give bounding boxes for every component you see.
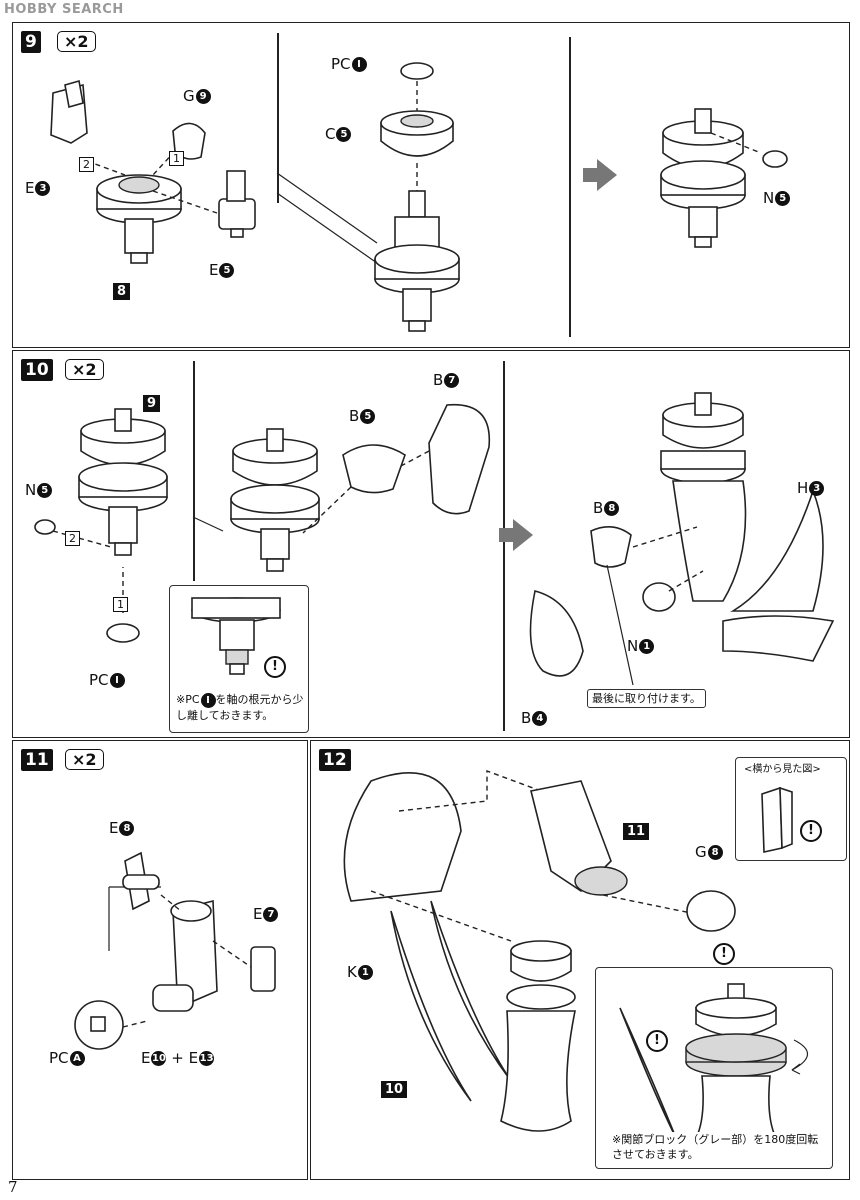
watermark: HOBBY SEARCH (4, 2, 124, 17)
reference-step-11: 11 (623, 823, 650, 840)
divider (503, 361, 505, 731)
side-view-box: <横から見た図> ! (735, 757, 847, 861)
step-10-result-illustration (529, 392, 835, 686)
reference-step-9: 9 (143, 395, 161, 412)
sequence-marker: 2 (65, 531, 80, 546)
sequence-marker: 1 (113, 597, 128, 612)
step-multiplier: ×2 (65, 749, 104, 770)
reference-step-10: 10 (381, 1081, 408, 1098)
rotation-detail-illustration (619, 983, 809, 1139)
caution-icon: ! (264, 656, 286, 678)
step-9-parts-illustration (50, 79, 256, 264)
divider (277, 33, 279, 203)
step-multiplier: ×2 (57, 31, 96, 52)
caution-icon: ! (646, 1030, 668, 1052)
caution-icon: ! (713, 943, 735, 965)
step-multiplier: ×2 (65, 359, 104, 380)
step-10-armor-illustration (192, 403, 491, 572)
side-view-illustration (761, 786, 793, 853)
step-number: 9 (21, 31, 41, 53)
attach-last-note: 最後に取り付けます。 (587, 689, 706, 708)
step-9-assembly-illustration (276, 62, 460, 332)
sequence-marker: 1 (169, 151, 184, 166)
side-view-title: <横から見た図> (744, 762, 821, 777)
divider (569, 37, 571, 337)
page-number: 7 (8, 1178, 18, 1196)
rotation-detail-box: ! ※関節ブロック（グレー部）を180度回転させておきます。 (595, 967, 833, 1169)
caution-icon: ! (800, 820, 822, 842)
step-9-result-illustration (660, 108, 788, 248)
rotate-180-note: ※関節ブロック（グレー部）を180度回転させておきます。 (612, 1132, 826, 1162)
step-number: 10 (21, 359, 53, 381)
step-11-illustration (74, 851, 276, 1050)
step-10-core-illustration (34, 408, 168, 643)
sequence-marker: 2 (79, 157, 94, 172)
reference-step-8: 8 (113, 283, 131, 300)
step-number: 11 (21, 749, 53, 771)
step-12-illustration (343, 769, 736, 1132)
divider (193, 361, 195, 581)
proceed-arrow-icon (583, 159, 617, 191)
step-number: 12 (319, 749, 351, 771)
proceed-arrow-icon (499, 519, 533, 551)
pc-detail-illustration (191, 597, 281, 675)
